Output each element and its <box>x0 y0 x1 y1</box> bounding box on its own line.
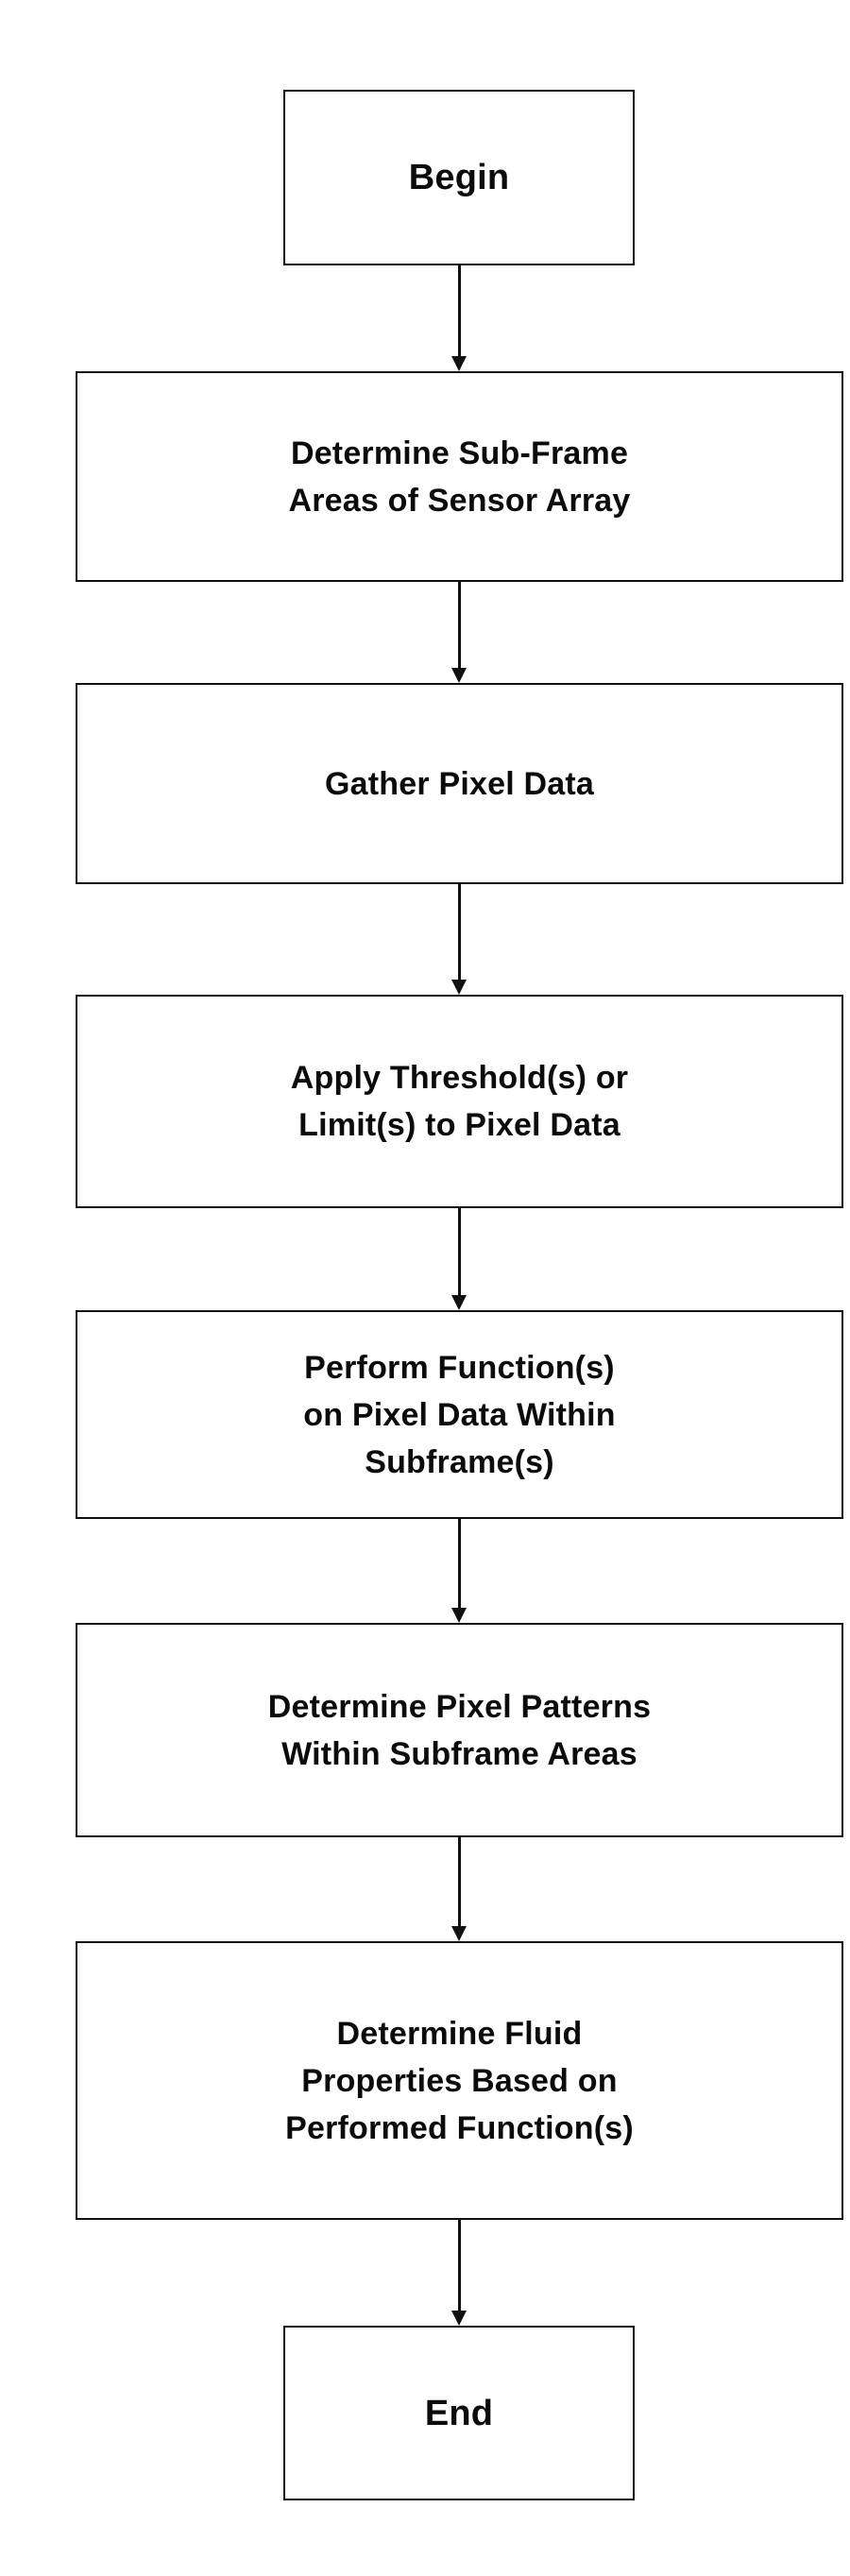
edge-apply-threshold-to-perform-functions <box>458 1208 461 1295</box>
node-end-line-1: End <box>424 2393 494 2433</box>
edge-perform-functions-to-determine-pixel-patterns <box>458 1519 461 1608</box>
arrowhead-down-6 <box>451 1926 467 1941</box>
edge-begin-to-determine-subframe-areas <box>458 265 461 356</box>
node-perform-functions: Perform Function(s) on Pixel Data Within… <box>76 1310 843 1519</box>
arrowhead-down-4 <box>451 1295 467 1310</box>
node-determine-pixel-patterns-line-2: Within Subframe Areas <box>281 1735 638 1772</box>
node-perform-functions-line-2: on Pixel Data Within <box>303 1396 616 1433</box>
edge-gather-pixel-data-to-apply-threshold <box>458 884 461 980</box>
node-gather-pixel-data-line-1: Gather Pixel Data <box>325 765 594 802</box>
node-determine-pixel-patterns: Determine Pixel Patterns Within Subframe… <box>76 1623 843 1837</box>
node-begin: Begin <box>283 90 635 265</box>
node-determine-subframe-areas: Determine Sub-Frame Areas of Sensor Arra… <box>76 371 843 582</box>
node-determine-fluid-properties-line-2: Properties Based on <box>301 2062 618 2099</box>
node-perform-functions-line-3: Subframe(s) <box>365 1443 554 1480</box>
node-end: End <box>283 2326 635 2500</box>
node-determine-subframe-areas-line-2: Areas of Sensor Array <box>288 482 631 519</box>
node-apply-threshold-line-2: Limit(s) to Pixel Data <box>298 1107 620 1143</box>
arrowhead-down-5 <box>451 1608 467 1623</box>
edge-determine-pixel-patterns-to-determine-fluid-properties <box>458 1837 461 1926</box>
node-perform-functions-line-1: Perform Function(s) <box>304 1349 615 1386</box>
node-determine-fluid-properties: Determine Fluid Properties Based on Perf… <box>76 1941 843 2220</box>
node-determine-fluid-properties-line-1: Determine Fluid <box>336 2015 583 2052</box>
node-determine-subframe-areas-line-1: Determine Sub-Frame <box>290 435 629 471</box>
edge-determine-subframe-areas-to-gather-pixel-data <box>458 582 461 668</box>
node-begin-line-1: Begin <box>408 158 510 197</box>
node-determine-fluid-properties-line-3: Performed Function(s) <box>285 2109 634 2146</box>
arrowhead-down-1 <box>451 356 467 371</box>
node-apply-threshold: Apply Threshold(s) or Limit(s) to Pixel … <box>76 995 843 1208</box>
node-gather-pixel-data: Gather Pixel Data <box>76 683 843 884</box>
node-determine-pixel-patterns-line-1: Determine Pixel Patterns <box>267 1688 652 1725</box>
arrowhead-down-2 <box>451 668 467 683</box>
arrowhead-down-3 <box>451 980 467 995</box>
arrowhead-down-7 <box>451 2311 467 2326</box>
node-apply-threshold-line-1: Apply Threshold(s) or <box>290 1060 629 1096</box>
edge-determine-fluid-properties-to-end <box>458 2220 461 2311</box>
